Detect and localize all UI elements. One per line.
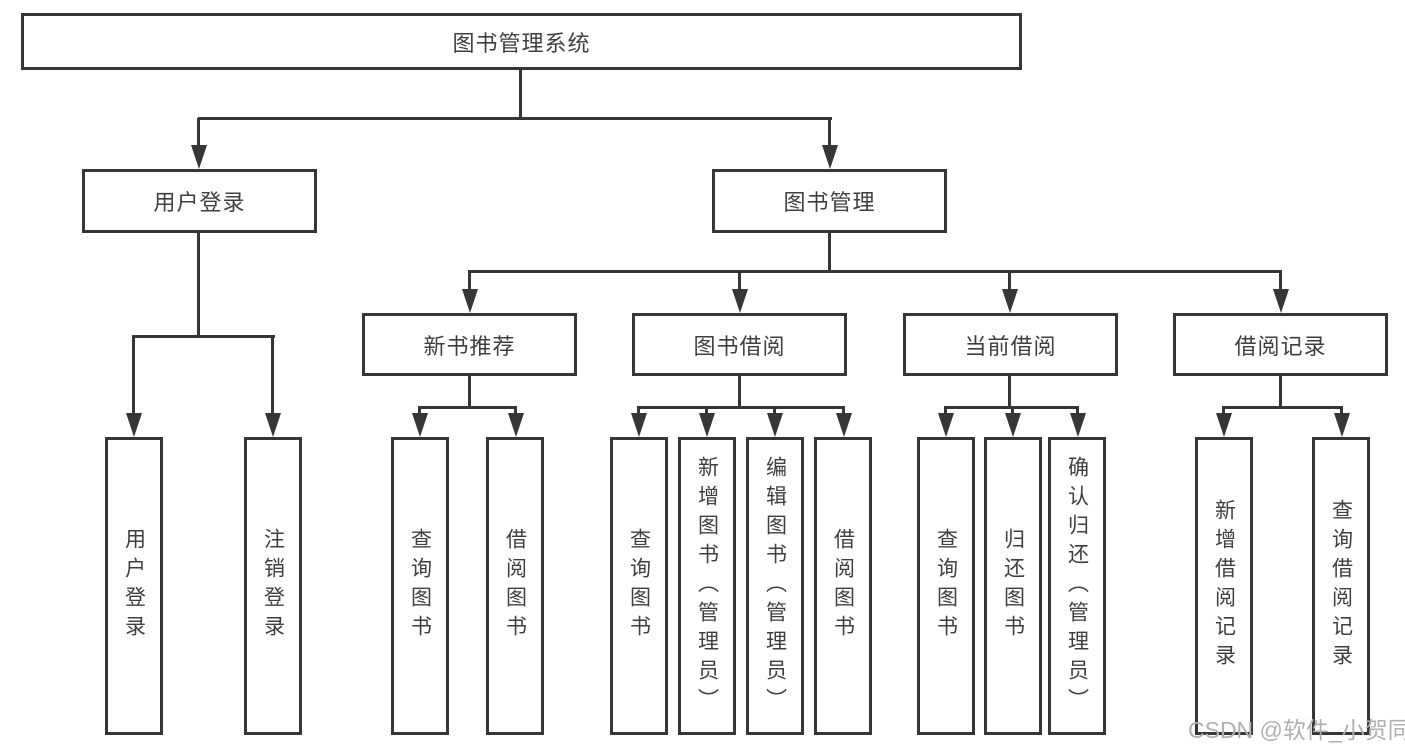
leaf-recommend-query-books: 查询图书: [391, 437, 449, 735]
connector-line: [418, 406, 517, 409]
connector-line: [468, 270, 1282, 273]
leaf-label: 确认归还（管理员）: [1065, 455, 1089, 717]
leaf-borrow-query-books: 查询图书: [610, 437, 668, 735]
connector-line: [738, 271, 741, 290]
leaf-user-login: 用户登录: [105, 437, 163, 735]
connector-line: [828, 233, 831, 271]
node-user-login: 用户登录: [82, 169, 317, 233]
connector-line: [468, 376, 471, 407]
arrow-down-icon: [767, 413, 783, 437]
connector-line: [738, 376, 741, 407]
leaf-recommend-borrow-books: 借阅图书: [486, 437, 544, 735]
arrow-down-icon: [508, 413, 524, 437]
leaf-logout: 注销登录: [244, 437, 302, 735]
node-borrowing-records: 借阅记录: [1173, 313, 1388, 376]
leaf-label: 用户登录: [122, 528, 146, 644]
connector-line: [418, 407, 421, 414]
arrow-down-icon: [1002, 289, 1018, 313]
connector-line: [637, 406, 845, 409]
connector-line: [514, 407, 517, 414]
leaf-records-query-record: 查询借阅记录: [1312, 437, 1370, 735]
connector-line: [197, 233, 200, 336]
connector-line: [828, 118, 831, 146]
arrow-down-icon: [412, 413, 428, 437]
arrow-down-icon: [631, 413, 647, 437]
connector-line: [637, 407, 640, 414]
arrow-down-icon: [191, 145, 207, 169]
leaf-label: 编辑图书（管理员）: [763, 455, 787, 717]
arrow-down-icon: [938, 413, 954, 437]
node-book-borrowing: 图书借阅: [632, 313, 847, 376]
leaf-records-add-record: 新增借阅记录: [1195, 437, 1253, 735]
connector-line: [1340, 407, 1343, 414]
arrow-down-icon: [462, 289, 478, 313]
connector-line: [1279, 271, 1282, 290]
connector-line: [197, 118, 200, 146]
leaf-label: 归还图书: [1001, 528, 1025, 644]
arrow-down-icon: [699, 413, 715, 437]
connector-line: [1222, 407, 1225, 414]
leaf-label: 借阅图书: [831, 528, 855, 644]
arrow-down-icon: [732, 289, 748, 313]
leaf-label: 查询借阅记录: [1329, 499, 1353, 673]
connector-line: [705, 407, 708, 414]
leaf-label: 注销登录: [261, 528, 285, 644]
connector-line: [519, 70, 522, 118]
connector-line: [132, 335, 275, 338]
leaf-borrow-edit-books-admin: 编辑图书（管理员）: [746, 437, 804, 735]
leaf-label: 新增借阅记录: [1212, 499, 1236, 673]
node-current-borrowing: 当前借阅: [903, 313, 1118, 376]
arrow-down-icon: [1005, 413, 1021, 437]
leaf-borrow-borrow-books: 借阅图书: [814, 437, 872, 735]
connector-line: [842, 407, 845, 414]
connector-line: [132, 336, 135, 414]
connector-line: [1008, 271, 1011, 290]
connector-line: [468, 271, 471, 290]
leaf-label: 查询图书: [408, 528, 432, 644]
arrow-down-icon: [1216, 413, 1232, 437]
arrow-down-icon: [265, 413, 281, 437]
connector-line: [773, 407, 776, 414]
arrow-down-icon: [126, 413, 142, 437]
leaf-label: 借阅图书: [503, 528, 527, 644]
arrow-down-icon: [822, 145, 838, 169]
connector-line: [1076, 407, 1079, 414]
node-root: 图书管理系统: [21, 13, 1022, 70]
leaf-current-query-books: 查询图书: [917, 437, 975, 735]
connector-line: [1279, 376, 1282, 407]
connector-line: [198, 117, 832, 120]
leaf-current-confirm-return-admin: 确认归还（管理员）: [1048, 437, 1106, 735]
leaf-label: 查询图书: [934, 528, 958, 644]
leaf-label: 查询图书: [627, 528, 651, 644]
arrow-down-icon: [1070, 413, 1086, 437]
connector-line: [1008, 376, 1011, 407]
arrow-down-icon: [1334, 413, 1350, 437]
node-book-management: 图书管理: [712, 169, 947, 233]
arrow-down-icon: [1273, 289, 1289, 313]
arrow-down-icon: [836, 413, 852, 437]
connector-line: [271, 336, 274, 414]
leaf-current-return-books: 归还图书: [984, 437, 1042, 735]
connector-line: [1011, 407, 1014, 414]
leaf-borrow-add-books-admin: 新增图书（管理员）: [678, 437, 736, 735]
node-new-book-recommend: 新书推荐: [362, 313, 577, 376]
connector-line: [944, 407, 947, 414]
leaf-label: 新增图书（管理员）: [695, 455, 719, 717]
connector-line: [1222, 406, 1343, 409]
watermark: CSDN @软件_小贺同学: [1188, 717, 1405, 743]
